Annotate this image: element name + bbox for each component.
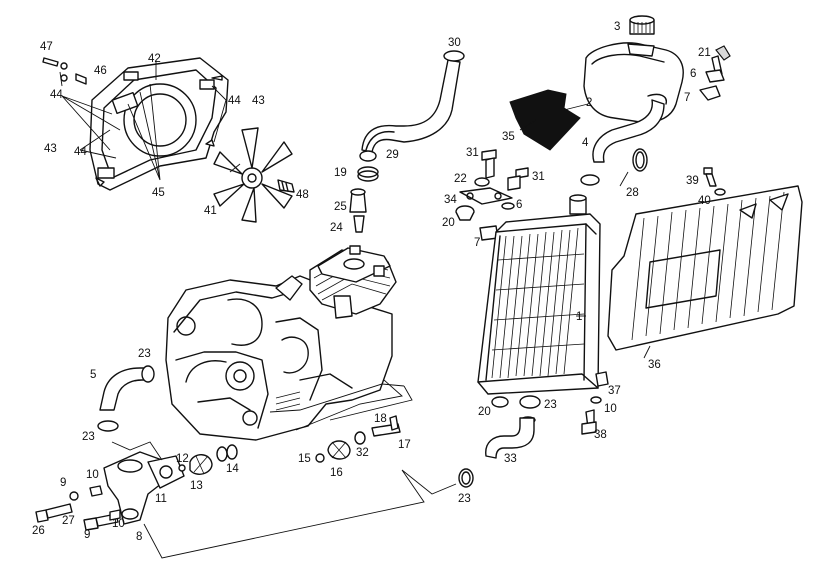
label-3: 3 [614,21,620,33]
label-8: 8 [136,531,142,543]
label-2: 2 [586,97,592,109]
label-31b: 31 [532,171,545,183]
label-37: 37 [608,385,621,397]
label-19: 19 [334,167,347,179]
label-31a: 31 [466,147,479,159]
label-10b: 10 [112,518,125,530]
label-25: 25 [334,201,347,213]
label-18: 18 [374,413,387,425]
label-36: 36 [648,359,661,371]
hose-routing-lines [111,379,457,559]
radiator-grille [607,185,803,351]
label-44b: 44 [228,95,241,107]
label-40: 40 [698,195,711,207]
expansion-tank [583,15,684,123]
label-39: 39 [686,175,699,187]
label-42: 42 [148,53,161,65]
label-26: 26 [32,525,45,537]
label-43b: 43 [44,143,57,155]
fan-shroud [89,57,229,191]
label-30: 30 [448,37,461,49]
label-21: 21 [698,47,711,59]
label-35: 35 [502,131,515,143]
label-16: 16 [330,467,343,479]
label-20a: 20 [442,217,455,229]
grille-bolt [703,167,726,196]
tank-fasteners [699,45,731,101]
hose-clamp-23 [458,468,474,488]
label-44a: 44 [50,89,63,101]
hose-clamp-28 [580,148,648,186]
label-22: 22 [454,173,467,185]
label-7b: 7 [474,237,480,249]
label-41: 41 [204,205,217,217]
pump-shaft-parts [315,415,401,463]
label-46: 46 [94,65,107,77]
label-38: 38 [594,429,607,441]
label-44c: 44 [74,146,87,158]
label-5: 5 [90,369,96,381]
label-7a: 7 [684,92,690,104]
label-28: 28 [626,187,639,199]
leader-lines [59,60,651,359]
label-10a: 10 [86,469,99,481]
lower-hose [485,417,535,459]
label-6a: 6 [690,68,696,80]
label-24: 24 [330,222,343,234]
label-9b: 9 [84,529,90,541]
label-48: 48 [296,189,309,201]
label-20b: 20 [478,406,491,418]
upper-hose [357,50,465,182]
label-9a: 9 [60,477,66,489]
radiator-mount-hardware [455,149,529,241]
label-23b: 23 [82,431,95,443]
label-32: 32 [356,447,369,459]
label-6b: 6 [516,199,522,211]
label-1: 1 [576,311,582,323]
label-23d: 23 [458,493,471,505]
label-33: 33 [504,453,517,465]
grille-lower-fasteners [581,371,609,435]
label-27: 27 [62,515,75,527]
label-13: 13 [190,480,203,492]
label-12: 12 [176,453,189,465]
pump-hose [97,365,155,432]
label-4: 4 [582,137,589,149]
tank-hose [592,99,665,163]
fan-sensor [277,179,295,193]
pump-impeller-parts [178,444,238,475]
label-15: 15 [298,453,311,465]
radiator [477,194,601,395]
thermostat-parts [349,188,367,233]
label-34: 34 [444,194,457,206]
heat-shield [509,89,581,151]
label-23a: 23 [138,348,151,360]
label-29: 29 [386,149,399,161]
label-47: 47 [40,41,53,53]
water-pump-housing [35,451,185,531]
label-45: 45 [152,187,165,199]
label-11: 11 [155,493,167,505]
label-17: 17 [398,439,411,451]
shroud-screws [42,57,223,187]
label-10c: 10 [604,403,617,415]
label-23c: 23 [544,399,557,411]
cooling-fan [213,127,293,223]
label-43a: 43 [252,95,265,107]
label-14: 14 [226,463,239,475]
part-number-labels: 1 2 3 4 5 6 6 7 7 8 9 9 10 10 10 11 12 1… [32,21,711,543]
